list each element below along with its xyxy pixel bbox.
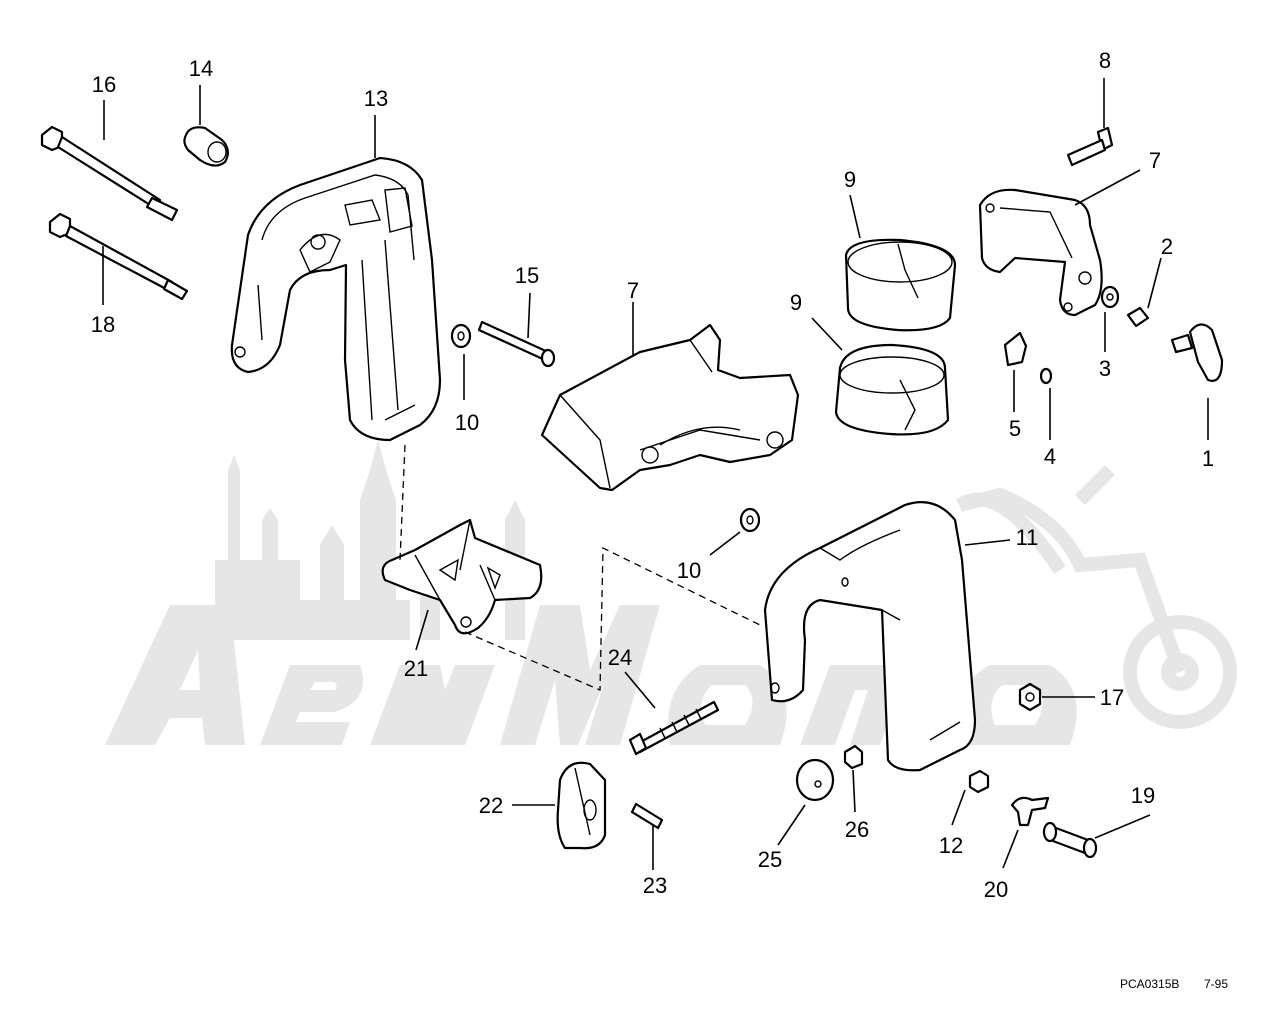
callout-3: 3 [1099,356,1111,381]
clip-20 [1010,796,1050,827]
leader-lines [102,78,1209,870]
callout-11: 11 [1016,525,1039,550]
washer-25 [795,758,835,802]
swivel-bushing-9-lower [834,343,950,436]
callout-12: 12 [939,833,963,858]
callout-7-center: 7 [627,278,639,303]
callout-13: 13 [364,86,388,111]
callout-23: 23 [643,873,667,898]
swivel-bracket-7 [540,323,800,492]
drawing-date: 7-95 [1204,977,1228,991]
washer-10-lower [739,507,761,533]
washer-10-upper [450,323,472,349]
watermark-logo [105,440,1237,745]
washer-3 [1100,285,1120,309]
callout-9-lower: 9 [790,290,802,315]
callout-5: 5 [1009,416,1021,441]
callout-19: 19 [1131,783,1155,808]
callout-10-lower: 10 [677,558,701,583]
callout-7-right: 7 [1149,148,1161,173]
assembly-lines [399,444,761,691]
footer: PCA0315B 7-95 [1120,977,1228,991]
wing-screw-1 [1170,323,1224,382]
nut-12 [968,769,990,794]
tilt-lever-21 [381,518,543,635]
spring-pin-23 [630,802,664,830]
nut-17 [1018,682,1042,712]
callout-9-upper: 9 [844,167,856,192]
callout-2: 2 [1161,234,1173,259]
drawing-code: PCA0315B [1120,977,1179,991]
sleeve-19 [1042,821,1098,859]
callout-10-upper: 10 [455,410,479,435]
callout-8: 8 [1099,48,1111,73]
callout-14: 14 [189,56,213,81]
stern-bracket-11 [763,501,977,772]
callout-18: 18 [91,312,115,337]
callout-16: 16 [92,72,116,97]
callout-22: 22 [479,793,503,818]
callout-24: 24 [608,645,632,670]
bushing-14 [183,126,229,167]
callout-1: 1 [1202,446,1214,471]
o-ring-4 [1039,367,1053,385]
callout-labels: 1 2 3 4 5 7 7 8 9 9 10 10 11 12 13 14 15… [91,48,1214,902]
bolt-16 [40,125,179,222]
callout-4: 4 [1044,444,1056,469]
swivel-bushing-9-upper [844,238,957,332]
callout-20: 20 [984,877,1008,902]
callout-26: 26 [845,817,869,842]
callout-15: 15 [515,263,539,288]
callout-17: 17 [1100,685,1124,710]
clamp-7 [978,188,1103,317]
bolt-18 [48,212,189,301]
callout-21: 21 [404,656,428,681]
tilt-lock-22 [556,761,607,850]
callout-25: 25 [758,847,782,872]
pin-15 [477,320,556,368]
threaded-rod-24 [628,700,720,756]
stern-bracket-13 [230,156,442,442]
screw-8 [1066,126,1114,167]
nut-26 [843,744,864,770]
set-screw-2 [1126,306,1150,328]
pad-5 [1003,331,1028,367]
